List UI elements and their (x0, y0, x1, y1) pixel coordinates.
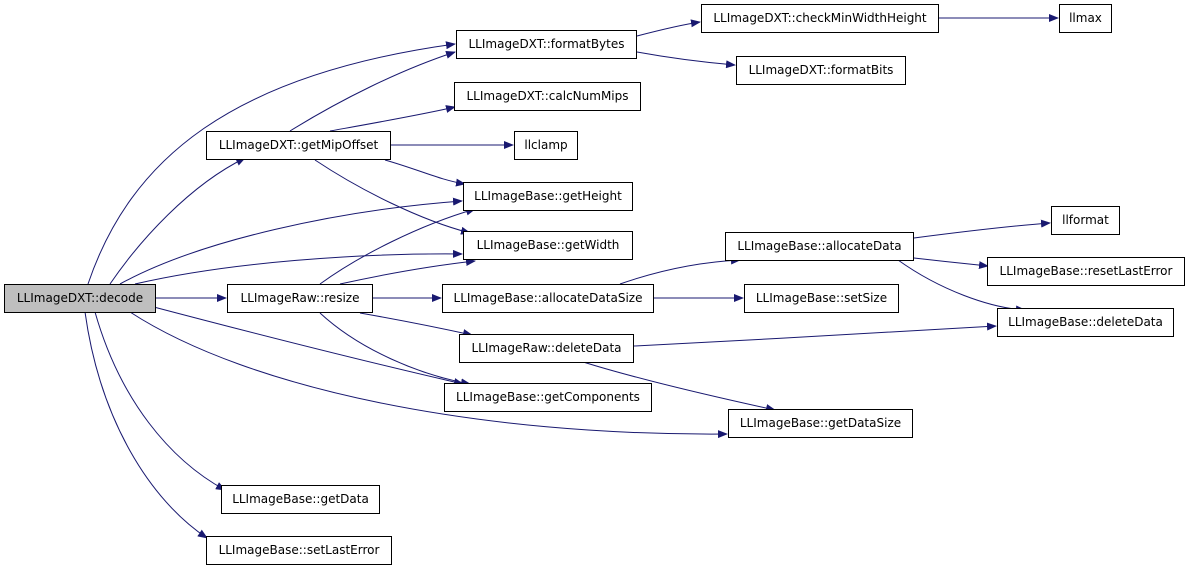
edge-formatBytes-checkMinWidthHeight (636, 19, 701, 37)
node-setLastError[interactable]: LLImageBase::setLastError (206, 536, 392, 565)
node-deleteDataRaw[interactable]: LLImageRaw::deleteData (459, 334, 634, 363)
edge-getMipOffset-getHeight (384, 159, 466, 187)
node-formatBits[interactable]: LLImageDXT::formatBits (736, 56, 906, 85)
edge-decode-formatBytes (87, 41, 456, 285)
edge-resize-deleteDataRaw (359, 312, 473, 337)
node-llformat[interactable]: llformat (1051, 206, 1120, 235)
edge-getMipOffset-calcNumMips (329, 105, 456, 132)
node-getMipOffset[interactable]: LLImageDXT::getMipOffset (206, 131, 391, 160)
edge-decode-getDataSize (129, 311, 728, 439)
edge-allocateData-llformat (913, 219, 1051, 239)
edge-deleteDataRaw-deleteDataBase (633, 322, 997, 347)
edge-decode-getData (94, 311, 226, 491)
edge-decode-getMipOffset (109, 157, 246, 285)
node-llmax[interactable]: llmax (1059, 4, 1112, 33)
edge-resize-getComponents (319, 312, 471, 387)
edge-decode-getComponents (149, 305, 464, 386)
node-checkMinWidthHeight[interactable]: LLImageDXT::checkMinWidthHeight (701, 4, 939, 33)
node-formatBytes[interactable]: LLImageDXT::formatBytes (456, 30, 637, 59)
edge-resize-getHeight (319, 207, 476, 285)
node-allocateData[interactable]: LLImageBase::allocateData (725, 232, 914, 261)
edge-allocateData-resetLastError (913, 257, 989, 270)
node-deleteDataBase[interactable]: LLImageBase::deleteData (997, 308, 1174, 337)
node-setSize[interactable]: LLImageBase::setSize (744, 284, 899, 313)
edge-formatBytes-formatBits (636, 51, 736, 69)
edge-decode-getHeight (119, 197, 463, 285)
node-llclamp[interactable]: llclamp (514, 131, 578, 160)
node-getComponents[interactable]: LLImageBase::getComponents (444, 383, 652, 412)
edge-getMipOffset-formatBytes (289, 50, 456, 132)
edge-resize-getWidth (339, 258, 476, 285)
node-getHeight[interactable]: LLImageBase::getHeight (463, 182, 633, 211)
edge-getMipOffset-getWidth (314, 159, 471, 235)
node-getWidth[interactable]: LLImageBase::getWidth (463, 231, 633, 260)
node-calcNumMips[interactable]: LLImageDXT::calcNumMips (454, 82, 641, 111)
edge-allocateDataSize-allocateData (619, 256, 741, 285)
edge-decode-getWidth (134, 249, 463, 285)
node-getData[interactable]: LLImageBase::getData (221, 485, 380, 514)
node-resize[interactable]: LLImageRaw::resize (227, 284, 373, 313)
node-getDataSize[interactable]: LLImageBase::getDataSize (728, 409, 913, 438)
node-decode: LLImageDXT::decode (4, 284, 156, 313)
node-allocateDataSize[interactable]: LLImageBase::allocateDataSize (442, 284, 654, 313)
node-resetLastError[interactable]: LLImageBase::resetLastError (987, 257, 1185, 286)
edge-decode-setLastError (84, 311, 208, 539)
edge-deleteDataRaw-getDataSize (579, 360, 776, 412)
